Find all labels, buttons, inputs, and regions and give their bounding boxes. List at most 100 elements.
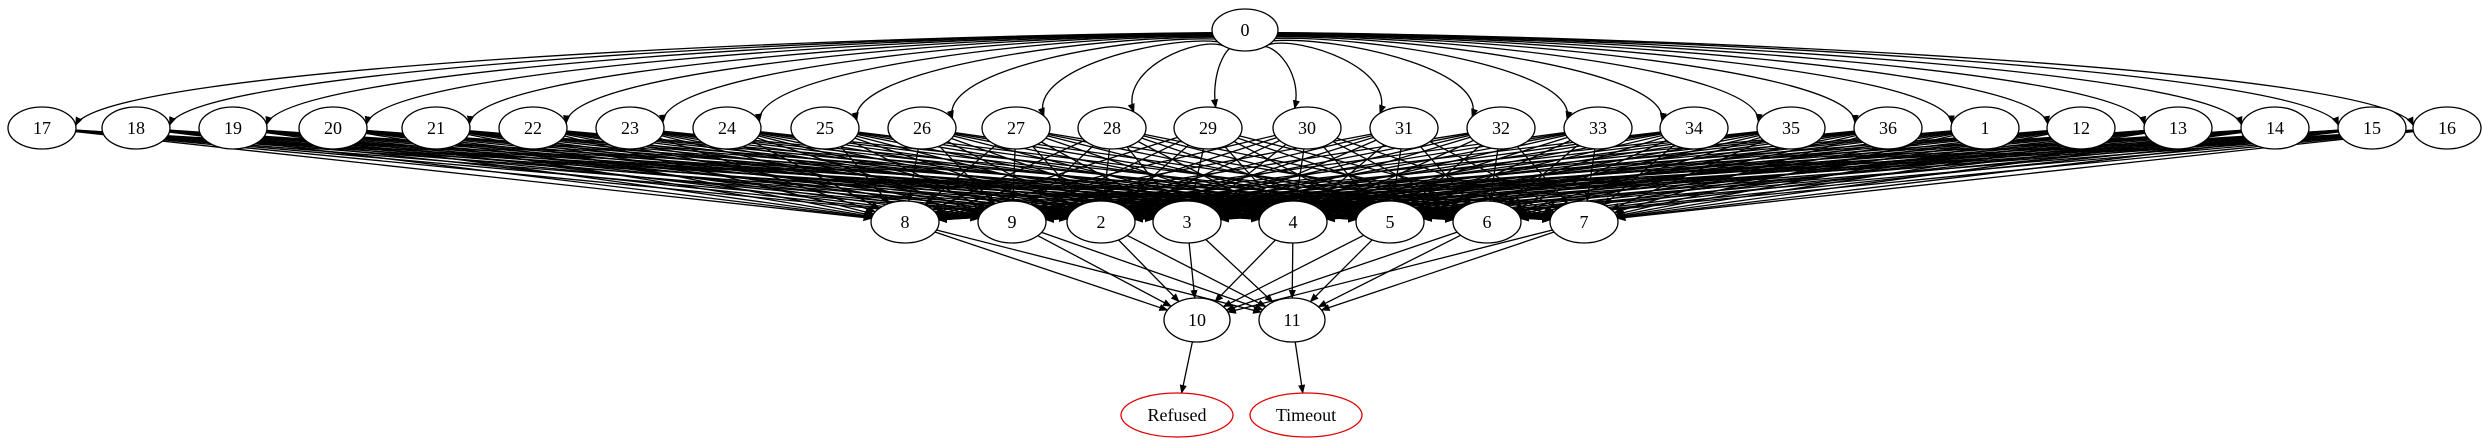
- node-label: 25: [816, 118, 834, 138]
- edge-9-to-10: [1037, 235, 1172, 307]
- edge-0-to-20: [364, 32, 1213, 126]
- node-label: 24: [718, 118, 736, 138]
- node-ellipse: [1853, 106, 1923, 150]
- node-timeout: Timeout: [1249, 392, 1363, 438]
- node-ellipse: [1211, 8, 1279, 52]
- edge-7-to-11: [1320, 231, 1555, 311]
- node-ellipse: [870, 200, 940, 244]
- edge-0-to-30: [1256, 45, 1300, 110]
- node-23: 23: [595, 106, 665, 150]
- node-ellipse: [692, 106, 762, 150]
- edge-22-to-3: [566, 132, 1155, 220]
- node-12: 12: [2046, 106, 2116, 150]
- node-24: 24: [692, 106, 762, 150]
- node-ellipse: [1163, 297, 1231, 343]
- node-ellipse: [1756, 106, 1826, 150]
- node-ellipse: [1563, 106, 1633, 150]
- node-label: 30: [1298, 118, 1316, 138]
- node-label: 5: [1386, 212, 1395, 232]
- node-3: 3: [1152, 200, 1222, 244]
- node-label: 33: [1589, 118, 1607, 138]
- node-label: 31: [1395, 118, 1413, 138]
- edge-0-to-31: [1268, 42, 1386, 115]
- edge-6-to-10: [1225, 231, 1458, 311]
- edge-0-to-19: [265, 32, 1213, 126]
- edge-0-to-34: [1276, 36, 1667, 122]
- edge-3-to-11: [1205, 239, 1274, 303]
- node-28: 28: [1077, 106, 1147, 150]
- node-label: 16: [2438, 118, 2456, 138]
- node-ellipse: [1077, 106, 1147, 150]
- node-label: 18: [127, 118, 145, 138]
- node-11: 11: [1258, 297, 1326, 343]
- node-label: Timeout: [1276, 405, 1336, 425]
- node-22: 22: [498, 106, 568, 150]
- node-ellipse: [2143, 106, 2213, 150]
- edge-2-to-10: [1118, 239, 1180, 303]
- edge-16-to-4: [1325, 130, 2414, 223]
- edge-25-to-8: [840, 146, 890, 205]
- edge-22-to-8: [564, 135, 875, 216]
- node-ellipse: [198, 106, 268, 150]
- node-ellipse: [2046, 106, 2116, 150]
- edge-0-to-14: [1277, 32, 2243, 126]
- edge-0-to-22: [563, 33, 1213, 125]
- node-ellipse: [2337, 106, 2407, 150]
- node-10: 10: [1163, 297, 1231, 343]
- node-label: 1: [1981, 118, 1990, 138]
- node-ellipse: [977, 200, 1047, 244]
- node-label: 8: [901, 212, 910, 232]
- edge-26-to-8: [906, 148, 919, 202]
- node-label: 27: [1007, 118, 1025, 138]
- node-label: 26: [913, 118, 931, 138]
- node-label: 20: [324, 118, 342, 138]
- edge-15-to-9: [1044, 129, 2339, 223]
- node-14: 14: [2240, 106, 2310, 150]
- edge-4-to-10: [1214, 239, 1276, 303]
- edge-8-to-10: [934, 231, 1169, 311]
- node-0: 0: [1211, 8, 1279, 52]
- node-label: 29: [1199, 118, 1217, 138]
- edge-28-to-8: [931, 139, 1085, 211]
- edge-0-to-1: [1277, 33, 1955, 125]
- edge-layer: [75, 32, 2414, 394]
- node-label: 23: [621, 118, 639, 138]
- edge-18-to-9: [169, 130, 980, 222]
- edge-29-to-8: [934, 136, 1178, 214]
- node-ellipse: [1272, 106, 1342, 150]
- node-ellipse: [1066, 200, 1136, 244]
- edge-27-to-8: [924, 144, 997, 206]
- edge-9-to-11: [1041, 231, 1264, 311]
- node-ellipse: [1549, 200, 1619, 244]
- edge-0-to-36: [1277, 34, 1859, 124]
- node-label: 12: [2072, 118, 2090, 138]
- node-ellipse: [1152, 200, 1222, 244]
- node-19: 19: [198, 106, 268, 150]
- edge-0-to-12: [1277, 33, 2050, 125]
- node-35: 35: [1756, 106, 1826, 150]
- node-label: 28: [1103, 118, 1121, 138]
- node-5: 5: [1355, 200, 1425, 244]
- node-18: 18: [101, 106, 171, 150]
- node-ellipse: [2240, 106, 2310, 150]
- node-ellipse: [595, 106, 665, 150]
- node-ellipse: [1120, 392, 1234, 438]
- node-ellipse: [1369, 106, 1439, 150]
- node-ellipse: [1466, 106, 1536, 150]
- node-label: 3: [1183, 212, 1192, 232]
- edge-0-to-29: [1210, 46, 1238, 109]
- node-ellipse: [981, 106, 1051, 150]
- edge-17-to-8: [75, 130, 873, 222]
- node-ellipse: [1355, 200, 1425, 244]
- node-label: 22: [524, 118, 542, 138]
- node-label: 13: [2169, 118, 2187, 138]
- node-ellipse: [1249, 392, 1363, 438]
- node-label: 0: [1241, 20, 1250, 40]
- node-label: 35: [1782, 118, 1800, 138]
- edge-0-to-25: [851, 36, 1215, 122]
- edge-18-to-8: [169, 131, 873, 221]
- edge-26-to-2: [947, 141, 1076, 209]
- node-30: 30: [1272, 106, 1342, 150]
- edge-0-to-24: [754, 35, 1214, 123]
